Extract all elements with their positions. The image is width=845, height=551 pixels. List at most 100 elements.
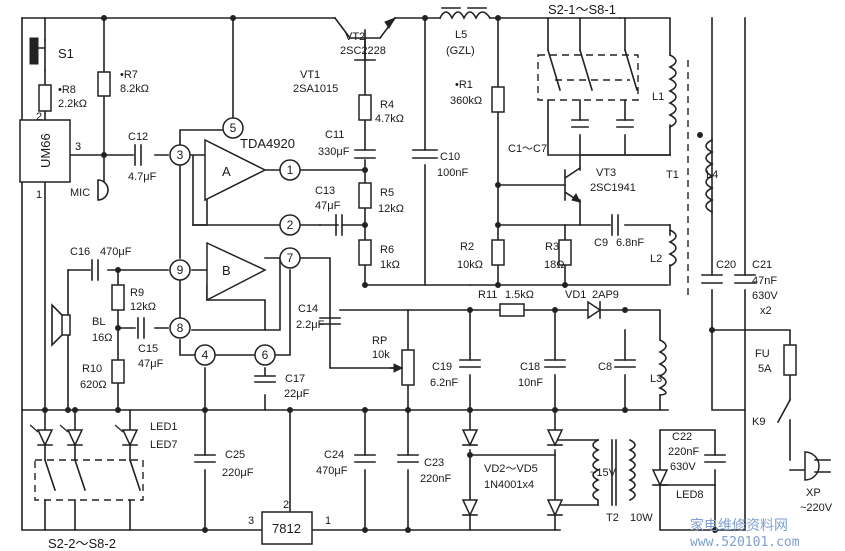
switch-bank-s2-s8 <box>537 49 639 128</box>
resistor-r5 <box>358 182 372 209</box>
label-switch-group-bottom: S2-2～S8-2 <box>48 536 116 551</box>
pin-label-4: 4 <box>202 348 209 362</box>
label-c9: C9 <box>594 237 608 249</box>
label-um66-pin3: 3 <box>75 141 81 153</box>
resistor-r8 <box>38 84 52 112</box>
label-um66: UM66 <box>38 133 53 168</box>
label-tda4920: TDA4920 <box>240 136 295 151</box>
pin-8 <box>169 317 191 339</box>
label-r10: R10 <box>82 363 102 375</box>
label-vt3-part: 2SC1941 <box>590 182 636 194</box>
label-c18-value: 10nF <box>518 377 543 389</box>
label-l2: L2 <box>650 253 662 265</box>
label-c21-value3: x2 <box>760 305 772 317</box>
label-c17-value: 22μF <box>284 388 310 400</box>
pin-1 <box>279 159 301 181</box>
watermark-url: www.520101.com <box>690 535 800 550</box>
label-c15-value: 47μF <box>138 358 164 370</box>
label-c16-value: 470μF <box>100 246 132 258</box>
label-r9-value: 12kΩ <box>130 301 156 313</box>
label-bl-value: 16Ω <box>92 332 112 344</box>
label-c11-value: 330μF <box>318 146 350 158</box>
capacitor-c18 <box>544 359 566 368</box>
label-c19-value: 6.2nF <box>430 377 458 389</box>
capacitor-c9 <box>611 214 619 236</box>
label-rp-value: 10k <box>372 349 390 361</box>
label-amp-b: B <box>222 263 231 278</box>
label-l3: L3 <box>650 373 662 385</box>
label-led8: LED8 <box>676 489 704 501</box>
label-c19: C19 <box>432 361 452 373</box>
label-r9: R9 <box>130 287 144 299</box>
resistor-r6 <box>358 239 372 266</box>
label-c11: C11 <box>325 129 344 141</box>
label-r8: •R8 <box>58 84 76 96</box>
label-rp: RP <box>372 335 387 347</box>
label-c25: C25 <box>225 449 245 461</box>
label-fu: FU <box>755 348 770 360</box>
label-c20: C20 <box>716 259 736 271</box>
label-7812: 7812 <box>272 521 301 536</box>
potentiometer-rp <box>389 349 415 386</box>
capacitor-c24 <box>354 454 376 463</box>
microphone-mic <box>97 179 109 201</box>
transistor-vt3 <box>563 166 582 204</box>
label-r11-value: 1.5kΩ <box>505 289 534 301</box>
label-r6-value: 1kΩ <box>380 259 400 271</box>
resistor-r11 <box>499 303 525 317</box>
label-s1: S1 <box>58 46 74 61</box>
label-c17: C17 <box>285 373 305 385</box>
label-fu-value: 5A <box>758 363 772 375</box>
resistor-r9 <box>111 284 125 311</box>
label-led1: LED1 <box>150 421 178 433</box>
label-c10-value: 100nF <box>437 167 468 179</box>
coil-l3 <box>658 338 667 396</box>
watermark-cn: 家电维修资料网 <box>690 517 788 534</box>
pin-label-1: 1 <box>287 163 294 177</box>
label-switch-group-top: S2-1～S8-1 <box>548 2 616 17</box>
regulator-7812 <box>261 511 313 545</box>
capacitor-c22 <box>704 454 726 463</box>
label-r7-value: 8.2kΩ <box>120 83 149 95</box>
label-um66-pin2: 2 <box>36 111 42 123</box>
label-vt3: VT3 <box>596 167 616 179</box>
label-c13-value: 47μF <box>315 200 341 212</box>
label-c14-value: 2.2μF <box>296 319 325 331</box>
pin-label-5: 5 <box>230 121 237 135</box>
label-xp-value: ~220V <box>800 502 833 514</box>
resistor-r4 <box>358 94 372 121</box>
label-c16: C16 <box>70 246 90 258</box>
label-bl: BL <box>92 316 105 328</box>
label-vd2-vd5: VD2～VD5 <box>484 463 538 475</box>
pin-label-2: 2 <box>287 218 294 232</box>
label-r8-value: 2.2kΩ <box>58 98 87 110</box>
ic-pins <box>169 117 301 366</box>
capacitor-c25 <box>194 454 216 463</box>
label-c1-c7: C1～C7 <box>508 143 547 155</box>
pin-4 <box>194 344 216 366</box>
label-c21-value2: 630V <box>752 290 778 302</box>
plug-xp <box>804 451 831 481</box>
label-c12-value: 4.7μF <box>128 171 157 183</box>
pin-label-3: 3 <box>177 148 184 162</box>
label-l1: L1 <box>652 91 664 103</box>
bridge-rectifier-vd2-vd5 <box>461 429 564 517</box>
capacitor-c13 <box>335 214 343 236</box>
label-r3-value: 18Ω <box>544 259 564 271</box>
capacitor-c23 <box>397 454 419 463</box>
pin-label-9: 9 <box>177 263 184 277</box>
label-7812-pin2: 2 <box>283 499 289 511</box>
pin-7 <box>279 247 301 269</box>
junction-dots <box>42 15 718 533</box>
label-t2: T2 <box>606 512 619 524</box>
transformer-t2 <box>592 438 636 506</box>
pin-6 <box>254 344 276 366</box>
label-c21-value1: 47nF <box>752 275 777 287</box>
pin-3 <box>169 144 191 166</box>
label-vt2-part: 2SC2228 <box>340 45 386 57</box>
capacitor-c19 <box>459 359 481 368</box>
capacitor-c20 <box>701 274 723 284</box>
pin-label-6: 6 <box>262 348 269 362</box>
label-vt1: VT1 <box>300 69 320 81</box>
opamp-a <box>204 138 267 202</box>
